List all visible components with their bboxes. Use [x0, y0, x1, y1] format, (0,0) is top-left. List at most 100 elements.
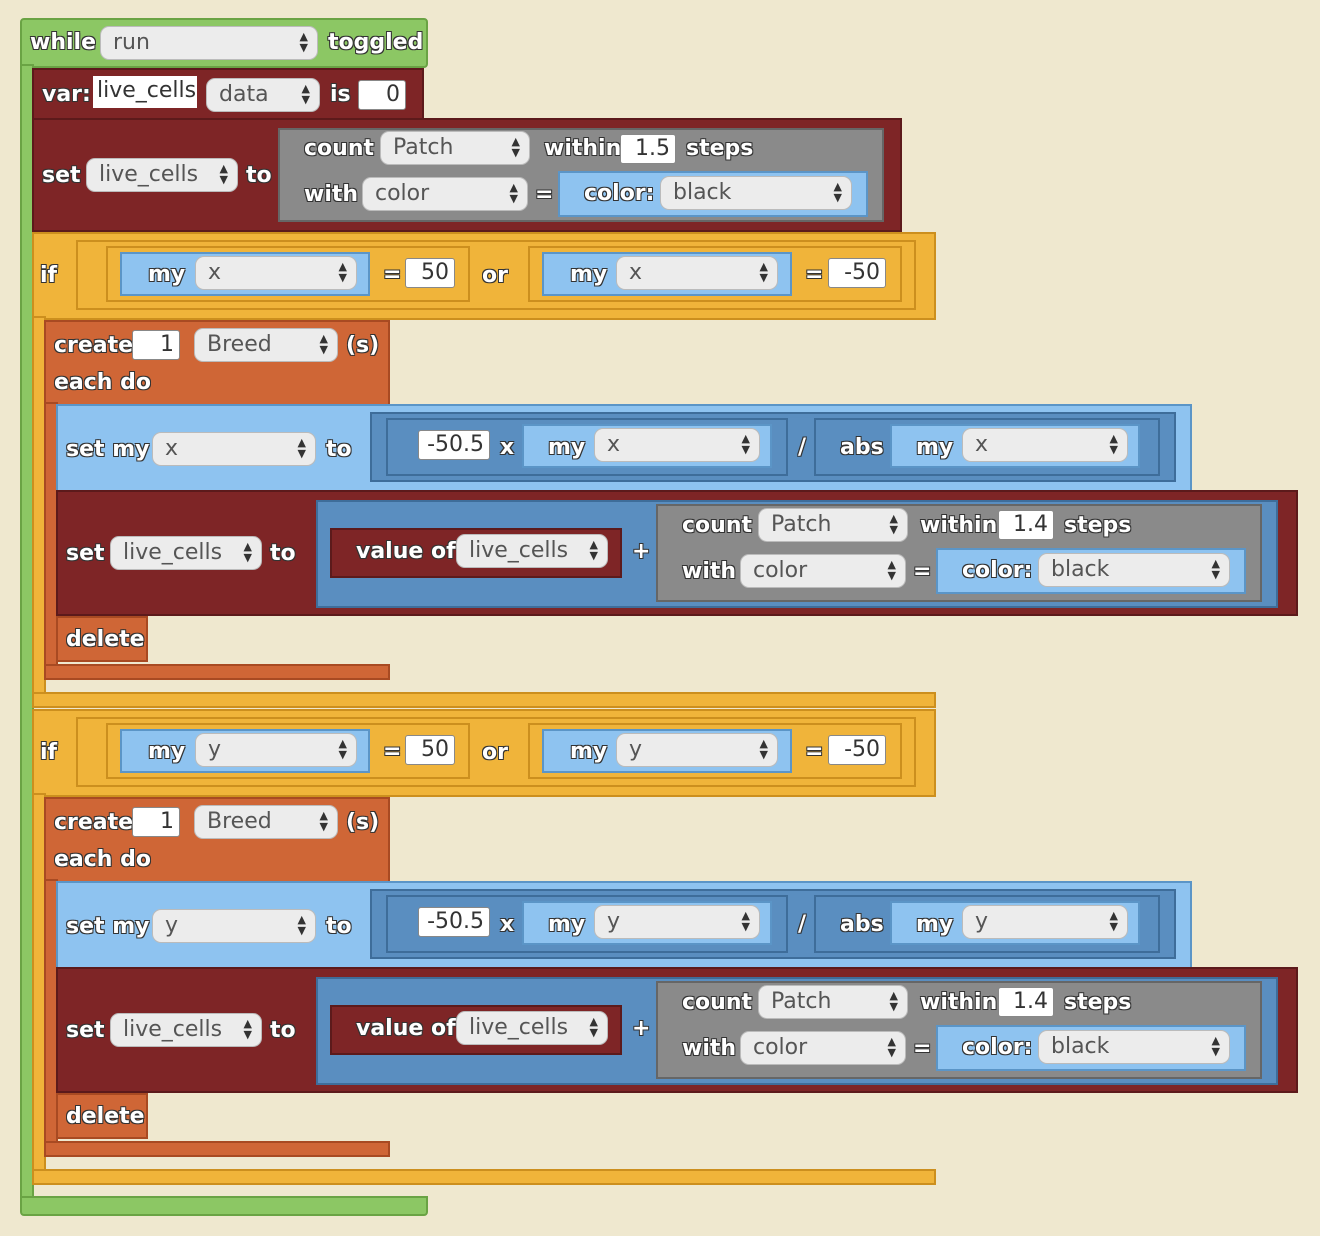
var-keyword: var: [42, 82, 91, 107]
var-value-input[interactable]: 0 [358, 80, 406, 110]
while-footer [20, 1196, 428, 1216]
create-footer [44, 664, 390, 680]
value-of-var-dropdown[interactable]: live_cells▲▼ [456, 534, 608, 568]
var-name-field[interactable]: live_cells [93, 76, 197, 108]
plural-suffix: (s) [346, 333, 380, 358]
color-keyword: color: [584, 181, 655, 206]
count-keyword: count [682, 513, 752, 538]
my-keyword: my [548, 912, 586, 937]
set-my-keyword: set my [66, 914, 150, 939]
count-keyword: count [682, 990, 752, 1015]
color-dropdown[interactable]: black▲▼ [1038, 1030, 1230, 1064]
color-keyword: color: [962, 1035, 1033, 1060]
create-keyword: create [54, 333, 134, 358]
equals-operator: = [913, 559, 932, 584]
my-attr-dropdown[interactable]: x▲▼ [195, 256, 357, 290]
multiply-number-input[interactable]: -50.5 [418, 907, 490, 937]
my-attr-dropdown[interactable]: y▲▼ [962, 905, 1128, 939]
color-dropdown[interactable]: black▲▼ [660, 176, 852, 210]
each-do-keyword: each do [54, 370, 151, 395]
delete-block[interactable] [56, 1093, 148, 1139]
is-keyword: is [330, 82, 351, 107]
set-keyword: set [42, 163, 81, 188]
plural-suffix: (s) [346, 810, 380, 835]
set-keyword: set [66, 1018, 105, 1043]
while-var-dropdown[interactable]: run▲▼ [100, 26, 318, 60]
multiply-operator: x [500, 435, 515, 460]
plus-operator: + [632, 539, 651, 564]
create-keyword: create [54, 810, 134, 835]
value-of-keyword: value of [356, 1016, 456, 1041]
equals-operator: = [805, 739, 824, 764]
to-keyword: to [246, 163, 272, 188]
multiply-number-input[interactable]: -50.5 [418, 430, 490, 460]
equals-operator: = [805, 262, 824, 287]
set-var-dropdown[interactable]: live_cells▲▼ [110, 536, 262, 570]
with-attr-dropdown[interactable]: color▲▼ [362, 177, 528, 211]
equals-operator: = [535, 182, 554, 207]
color-keyword: color: [962, 558, 1033, 583]
if-y-footer [32, 1169, 936, 1185]
my-keyword: my [916, 912, 954, 937]
within-keyword: within [544, 136, 622, 161]
if-keyword: if [40, 263, 58, 288]
equals-operator: = [383, 739, 402, 764]
or-keyword: or [482, 740, 508, 765]
my-attr-dropdown[interactable]: x▲▼ [616, 256, 778, 290]
create-count-input[interactable]: 1 [132, 807, 180, 837]
to-keyword: to [270, 541, 296, 566]
set-my-keyword: set my [66, 437, 150, 462]
compare-value-input[interactable]: -50 [828, 258, 886, 288]
count-keyword: count [304, 136, 374, 161]
my-keyword: my [570, 262, 608, 287]
to-keyword: to [326, 437, 352, 462]
breed-dropdown[interactable]: Breed▲▼ [194, 328, 338, 362]
if-keyword: if [40, 740, 58, 765]
delete-block[interactable] [56, 616, 148, 662]
set-my-attr-dropdown[interactable]: y▲▼ [152, 909, 316, 943]
compare-value-input[interactable]: 50 [405, 258, 455, 288]
count-agent-dropdown[interactable]: Patch▲▼ [758, 508, 908, 542]
with-keyword: with [682, 559, 737, 584]
create-footer [44, 1141, 390, 1157]
delete-keyword: delete [66, 627, 145, 652]
delete-keyword: delete [66, 1104, 145, 1129]
equals-operator: = [383, 262, 402, 287]
toggled-keyword: toggled [328, 30, 424, 55]
my-attr-dropdown[interactable]: x▲▼ [962, 428, 1128, 462]
within-keyword: within [920, 513, 998, 538]
with-keyword: with [682, 1036, 737, 1061]
my-keyword: my [548, 435, 586, 460]
set-var-dropdown[interactable]: live_cells▲▼ [86, 158, 238, 192]
my-keyword: my [148, 262, 186, 287]
within-radius-input[interactable]: 1.4 [998, 510, 1054, 540]
with-attr-dropdown[interactable]: color▲▼ [740, 554, 906, 588]
var-type-dropdown[interactable]: data▲▼ [206, 78, 320, 112]
within-keyword: within [920, 990, 998, 1015]
set-var-dropdown[interactable]: live_cells▲▼ [110, 1013, 262, 1047]
my-attr-dropdown[interactable]: x▲▼ [594, 428, 760, 462]
my-attr-dropdown[interactable]: y▲▼ [195, 733, 357, 767]
my-attr-dropdown[interactable]: y▲▼ [594, 905, 760, 939]
divide-operator: / [798, 912, 807, 937]
value-of-keyword: value of [356, 539, 456, 564]
create-count-input[interactable]: 1 [132, 330, 180, 360]
compare-value-input[interactable]: 50 [405, 735, 455, 765]
within-radius-input[interactable]: 1.5 [620, 134, 676, 164]
count-agent-dropdown[interactable]: Patch▲▼ [758, 985, 908, 1019]
if-x-footer [32, 692, 936, 708]
divide-operator: / [798, 435, 807, 460]
with-attr-dropdown[interactable]: color▲▼ [740, 1031, 906, 1065]
to-keyword: to [270, 1018, 296, 1043]
value-of-var-dropdown[interactable]: live_cells▲▼ [456, 1011, 608, 1045]
breed-dropdown[interactable]: Breed▲▼ [194, 805, 338, 839]
set-my-attr-dropdown[interactable]: x▲▼ [152, 432, 316, 466]
steps-keyword: steps [1064, 513, 1132, 538]
my-attr-dropdown[interactable]: y▲▼ [616, 733, 778, 767]
count-agent-dropdown[interactable]: Patch▲▼ [380, 131, 530, 165]
compare-value-input[interactable]: -50 [828, 735, 886, 765]
plus-operator: + [632, 1016, 651, 1041]
color-dropdown[interactable]: black▲▼ [1038, 553, 1230, 587]
steps-keyword: steps [686, 136, 754, 161]
within-radius-input[interactable]: 1.4 [998, 987, 1054, 1017]
